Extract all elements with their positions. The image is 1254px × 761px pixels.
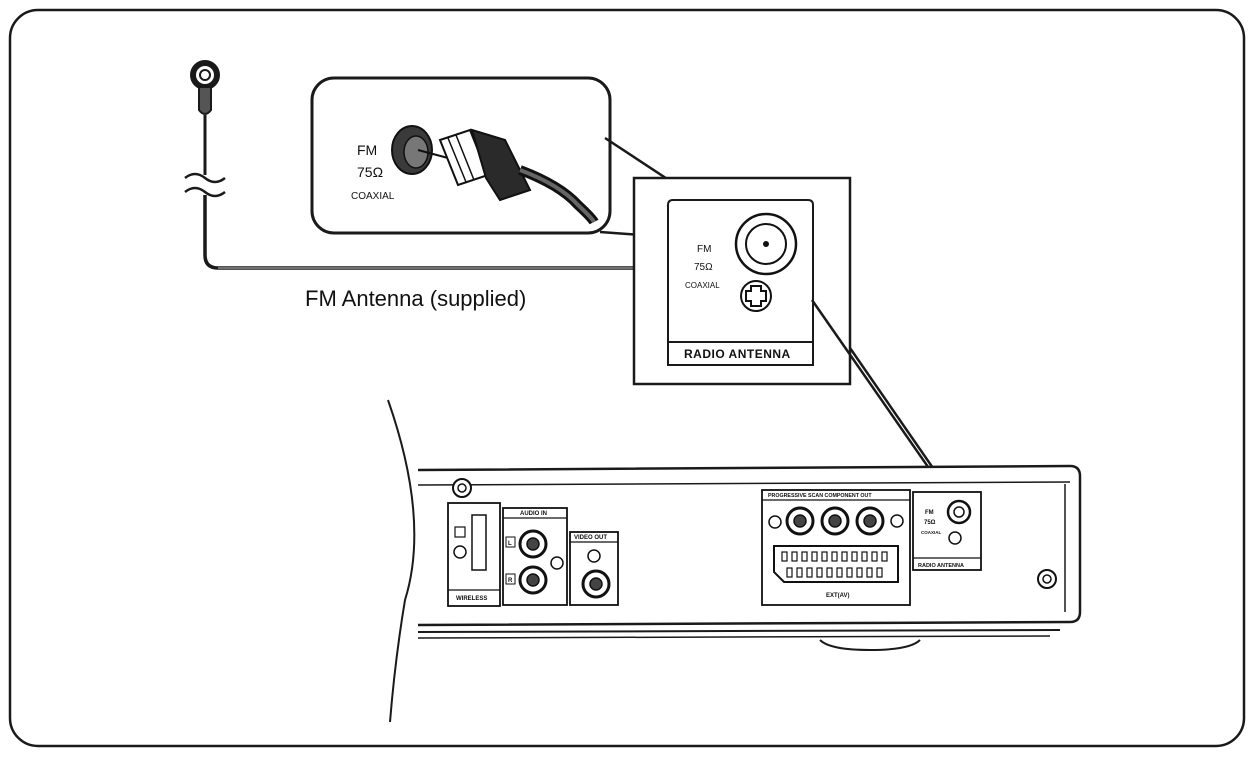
inset-fm-label: FM xyxy=(357,142,377,158)
zoom-coaxial-label: COAXIAL xyxy=(685,281,720,290)
unit-side-curve xyxy=(387,399,416,723)
rear-ohm-label: 75Ω xyxy=(924,520,936,526)
zoom-radio-antenna-label: RADIO ANTENNA xyxy=(684,347,791,361)
rear-screw-left-icon xyxy=(452,478,472,498)
rear-radio-antenna-label: RADIO ANTENNA xyxy=(918,563,964,569)
inset-plug-icon xyxy=(417,128,599,225)
component-pr-jack-icon xyxy=(855,506,885,536)
rear-coaxial-label: COAXIAL xyxy=(921,530,942,535)
rear-coax-socket-icon xyxy=(946,499,972,525)
wireless-label: WIRELESS xyxy=(456,596,487,602)
rear-screw-right-icon xyxy=(1037,569,1057,589)
component-y-jack-icon xyxy=(785,506,815,536)
zoom-fm-label: FM xyxy=(697,244,711,255)
fm-antenna-caption: FM Antenna (supplied) xyxy=(305,286,526,311)
inset-ohm-label: 75Ω xyxy=(357,164,383,180)
video-out-port-group: VIDEO OUT xyxy=(569,531,619,606)
video-out-jack-icon xyxy=(581,569,611,599)
rear-fm-label: FM xyxy=(925,510,934,516)
video-out-label: VIDEO OUT xyxy=(574,535,607,541)
audio-l-label: L xyxy=(508,541,512,547)
audio-in-port-group: AUDIO IN L R xyxy=(502,507,568,606)
component-out-label: PROGRESSIVE SCAN COMPONENT OUT xyxy=(768,493,872,499)
wireless-port-group: WIRELESS xyxy=(447,502,501,607)
audio-r-label: R xyxy=(508,578,513,584)
radio-antenna-zoom-panel: RADIO ANTENNA FM 75Ω COAXIAL xyxy=(632,176,964,511)
component-pb-jack-icon xyxy=(820,506,850,536)
outer-frame xyxy=(8,8,1246,748)
inset-socket-icon xyxy=(391,125,433,175)
audio-r-jack-icon xyxy=(518,565,548,595)
scart-label: EXT(AV) xyxy=(826,593,850,599)
inset-coaxial-label: COAXIAL xyxy=(351,191,395,202)
audio-l-jack-icon xyxy=(518,529,548,559)
rear-radio-antenna-port-group: RADIO ANTENNA FM 75Ω COAXIAL xyxy=(912,491,982,571)
scart-connector-icon xyxy=(773,545,899,583)
connector-inset: FM 75Ω COAXIAL xyxy=(310,76,767,246)
component-out-port-group: PROGRESSIVE SCAN COMPONENT OUT EXT(AV) xyxy=(761,489,911,606)
zoom-ohm-label: 75Ω xyxy=(694,262,713,273)
audio-in-label: AUDIO IN xyxy=(520,511,547,517)
zoom-ground-screw-icon xyxy=(740,280,772,312)
zoom-coax-socket-icon xyxy=(734,212,798,276)
